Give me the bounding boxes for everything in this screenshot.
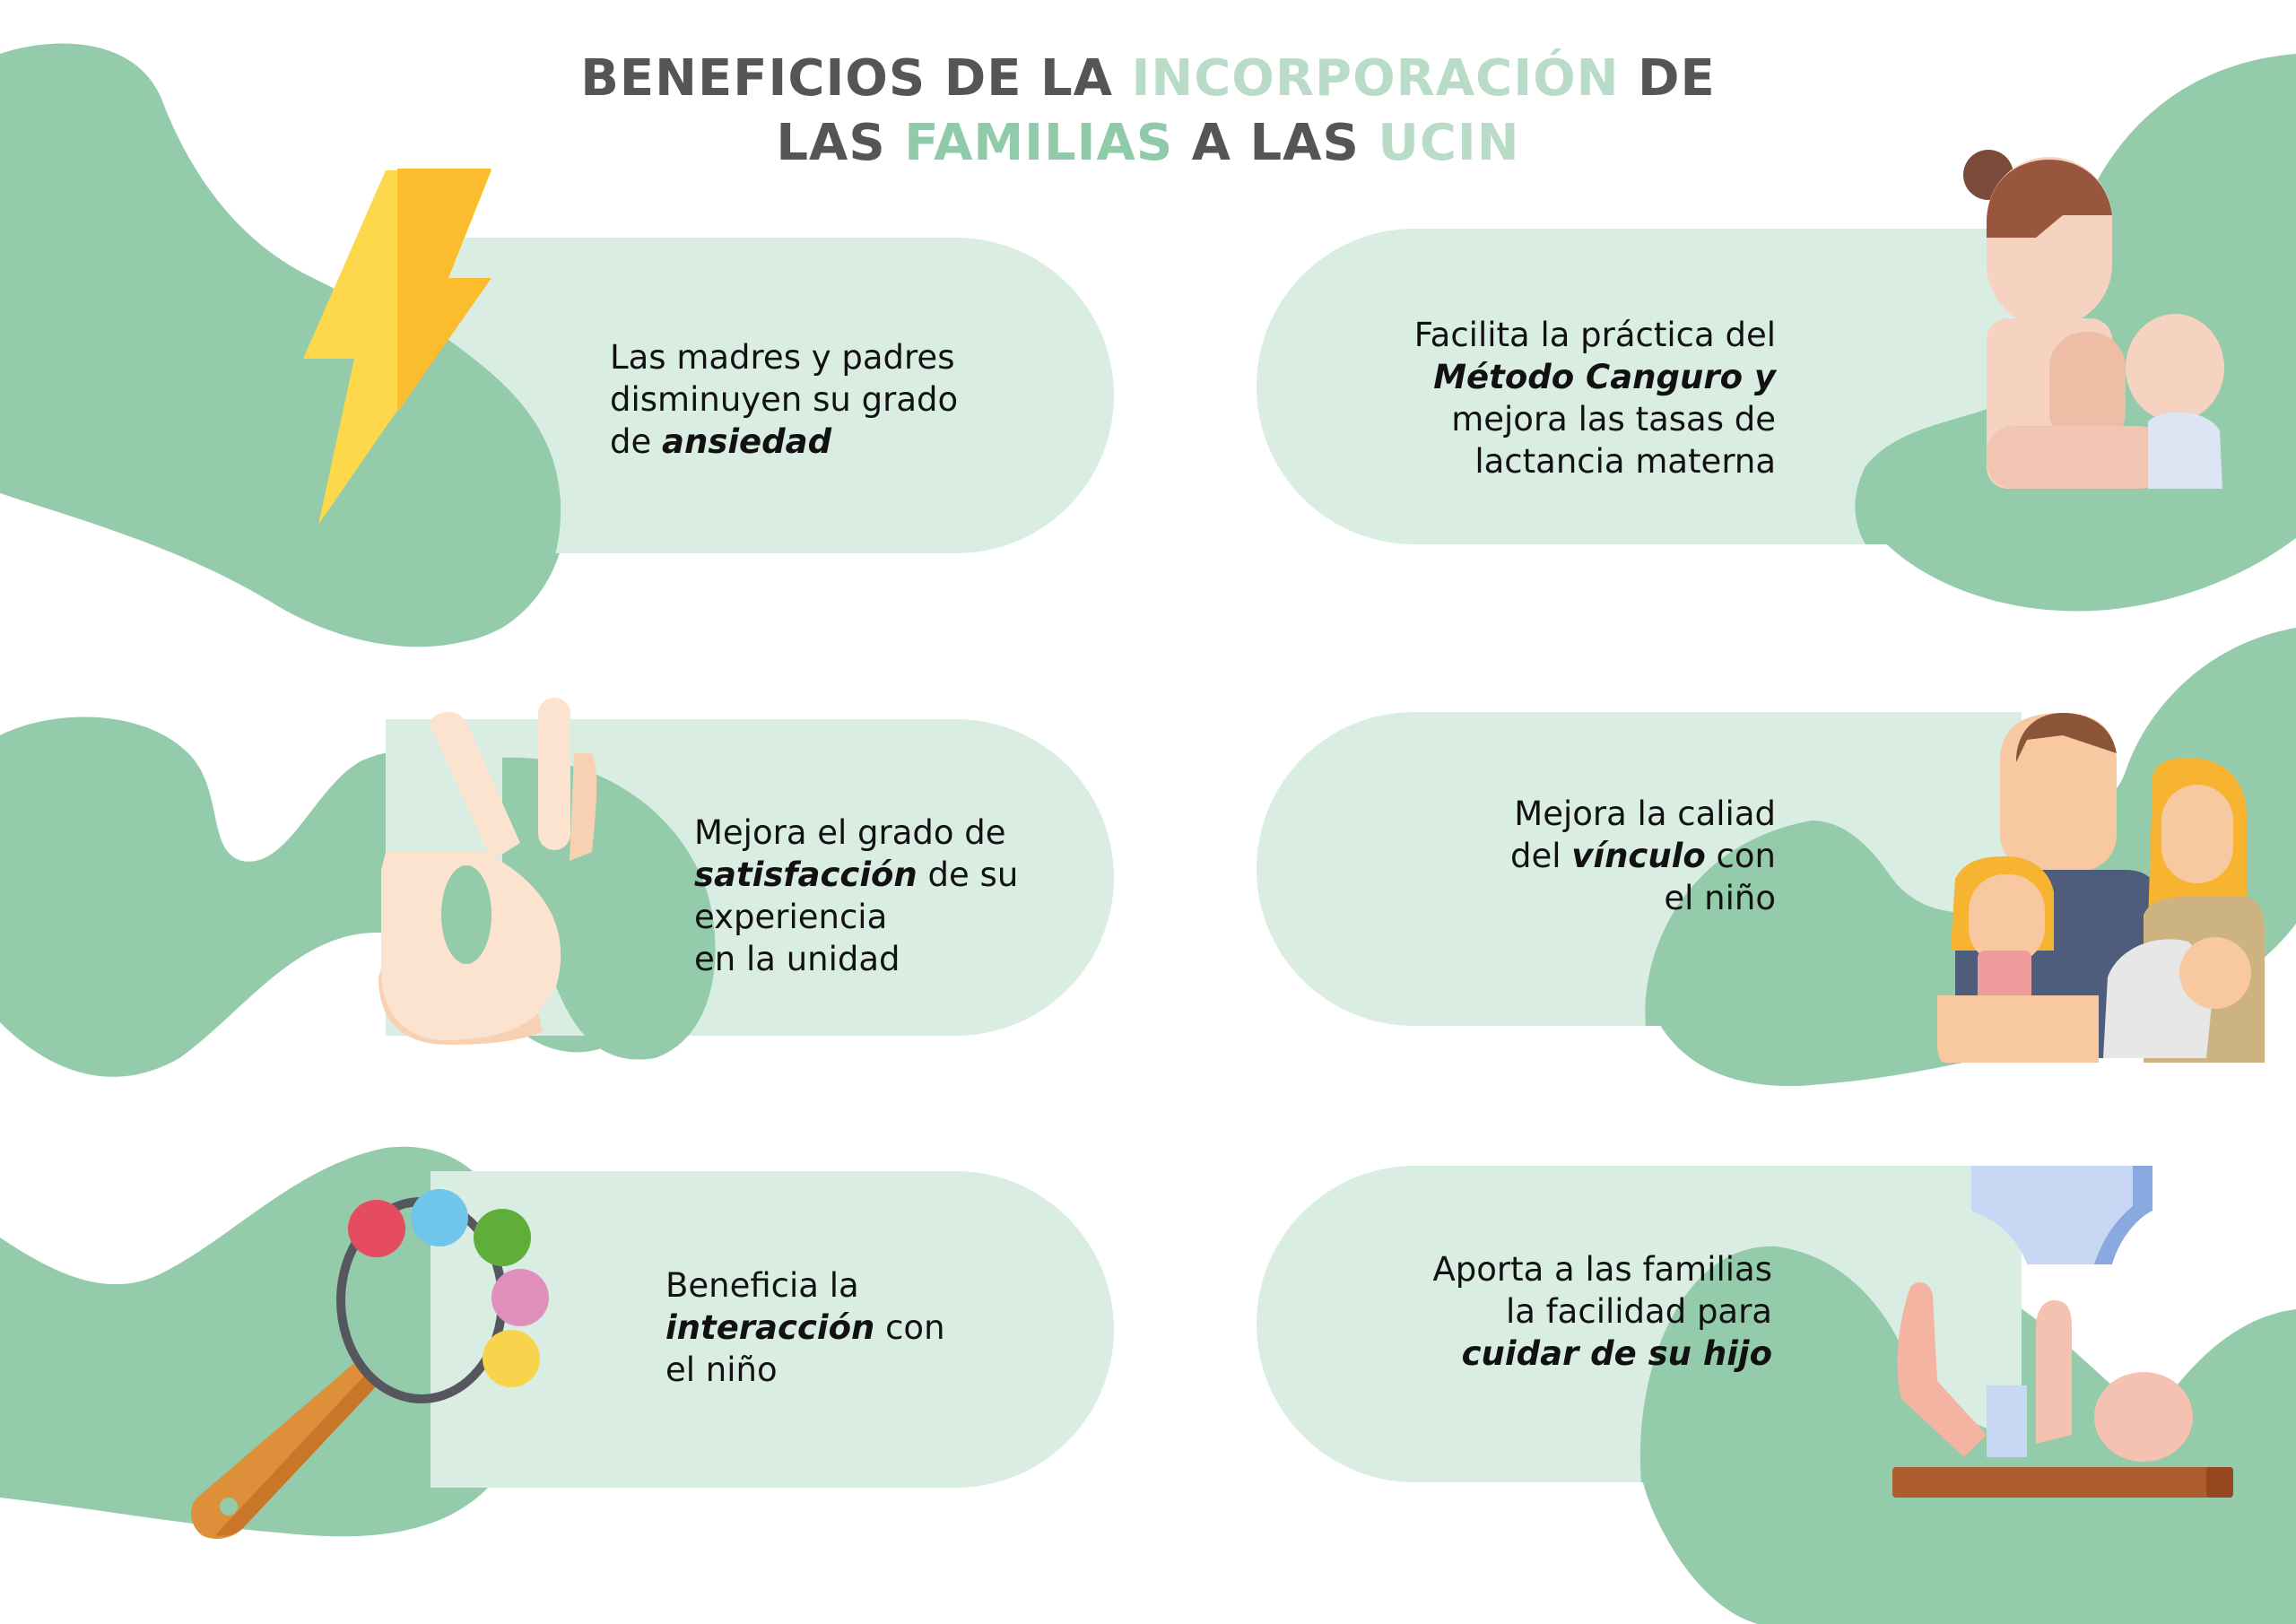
benefit-text-4: Mejora la caliad del vínculo con el niño: [1327, 793, 1776, 919]
ok-hand-icon: [378, 698, 597, 1045]
page-title: BENEFICIOS DE LA INCORPORACIÓN DE LAS FA…: [0, 47, 2296, 176]
title-segment: LAS: [776, 114, 905, 172]
title-line-1: BENEFICIOS DE LA INCORPORACIÓN DE: [0, 47, 2296, 111]
text-line: Facilita la práctica del: [1327, 314, 1776, 356]
title-segment-highlight: UCIN: [1378, 114, 1520, 172]
title-segment: A LAS: [1173, 114, 1378, 172]
text-line: cuidar de su hijo: [1327, 1333, 1772, 1375]
text-run: Las madres y padres: [610, 338, 955, 377]
text-run: en la unidad: [694, 940, 900, 978]
text-run: Mejora la caliad: [1514, 795, 1776, 833]
diaper-change-icon: [1892, 1166, 2233, 1498]
text-run: mejora las tasas de: [1451, 400, 1776, 439]
text-run: la facilidad para: [1505, 1292, 1772, 1331]
text-run: Mejora el grado de: [694, 813, 1006, 852]
text-line: Las madres y padres: [610, 336, 1022, 378]
text-emphasis: vínculo: [1571, 837, 1706, 875]
baby-rattle-icon: [191, 1189, 549, 1539]
text-line: del vínculo con: [1327, 835, 1776, 877]
text-line: la facilidad para: [1327, 1290, 1772, 1333]
text-emphasis: cuidar de su hijo: [1461, 1334, 1772, 1373]
text-run: Aporta a las familias: [1432, 1250, 1772, 1289]
text-emphasis: satisfacción: [694, 855, 918, 894]
text-emphasis: interacción: [665, 1308, 875, 1347]
text-line: el niño: [1327, 877, 1776, 919]
text-run: del: [1509, 837, 1572, 875]
blob-overlay-card2: [1855, 395, 2022, 544]
text-line: Aporta a las familias: [1327, 1248, 1772, 1290]
title-segment-highlight: FAMILIAS: [904, 114, 1174, 172]
blob-top-left: [0, 43, 568, 647]
text-line: disminuyen su grado: [610, 378, 1022, 421]
text-run: Beneficia la: [665, 1266, 859, 1305]
benefit-text-1: Las madres y padres disminuyen su grado …: [610, 336, 1022, 463]
text-run: Facilita la práctica del: [1413, 316, 1776, 354]
text-run: con: [1705, 837, 1776, 875]
benefit-card-5-background: [430, 1171, 1114, 1488]
benefit-text-2: Facilita la práctica del Método Canguro …: [1327, 314, 1776, 482]
text-run: lactancia materna: [1474, 442, 1776, 481]
text-line: de ansiedad: [610, 421, 1022, 463]
text-run: con: [874, 1308, 945, 1347]
title-segment-highlight: INCORPORACIÓN: [1131, 49, 1620, 108]
text-run: experiencia: [694, 898, 888, 936]
title-segment: BENEFICIOS DE LA: [580, 49, 1132, 108]
text-line: mejora las tasas de: [1327, 398, 1776, 440]
text-line: interacción con: [665, 1307, 1078, 1349]
text-line: en la unidad: [694, 938, 1107, 980]
benefit-text-3: Mejora el grado de satisfacción de su ex…: [694, 812, 1107, 980]
text-line: lactancia materna: [1327, 440, 1776, 482]
text-run: de: [610, 422, 663, 461]
text-line: satisfacción de su: [694, 854, 1107, 896]
blob-overlay-card1: [377, 327, 561, 642]
text-line: Mejora la caliad: [1327, 793, 1776, 835]
text-run: de su: [917, 855, 1019, 894]
text-emphasis: ansiedad: [662, 422, 832, 461]
title-segment: DE: [1619, 49, 1716, 108]
text-line: el niño: [665, 1349, 1078, 1391]
title-line-2: LAS FAMILIAS A LAS UCIN: [0, 111, 2296, 176]
text-line: experiencia: [694, 896, 1107, 938]
blob-overlay-card4: [1645, 821, 2022, 1026]
family-icon: [1937, 713, 2265, 1063]
blob-overlay-card6: [1639, 1246, 2022, 1482]
benefit-text-5: Beneficia la interacción con el niño: [665, 1264, 1078, 1391]
text-line: Mejora el grado de: [694, 812, 1107, 854]
text-run: disminuyen su grado: [610, 380, 959, 419]
text-emphasis: Método Canguro y: [1433, 358, 1776, 396]
text-line: Método Canguro y: [1327, 356, 1776, 398]
lightning-bolt-icon: [303, 169, 491, 525]
benefit-text-6: Aporta a las familias la facilidad para …: [1327, 1248, 1772, 1375]
text-run: el niño: [1664, 879, 1776, 917]
text-line: Beneficia la: [665, 1264, 1078, 1307]
mother-breastfeeding-icon: [1963, 150, 2224, 489]
text-run: el niño: [665, 1350, 778, 1389]
